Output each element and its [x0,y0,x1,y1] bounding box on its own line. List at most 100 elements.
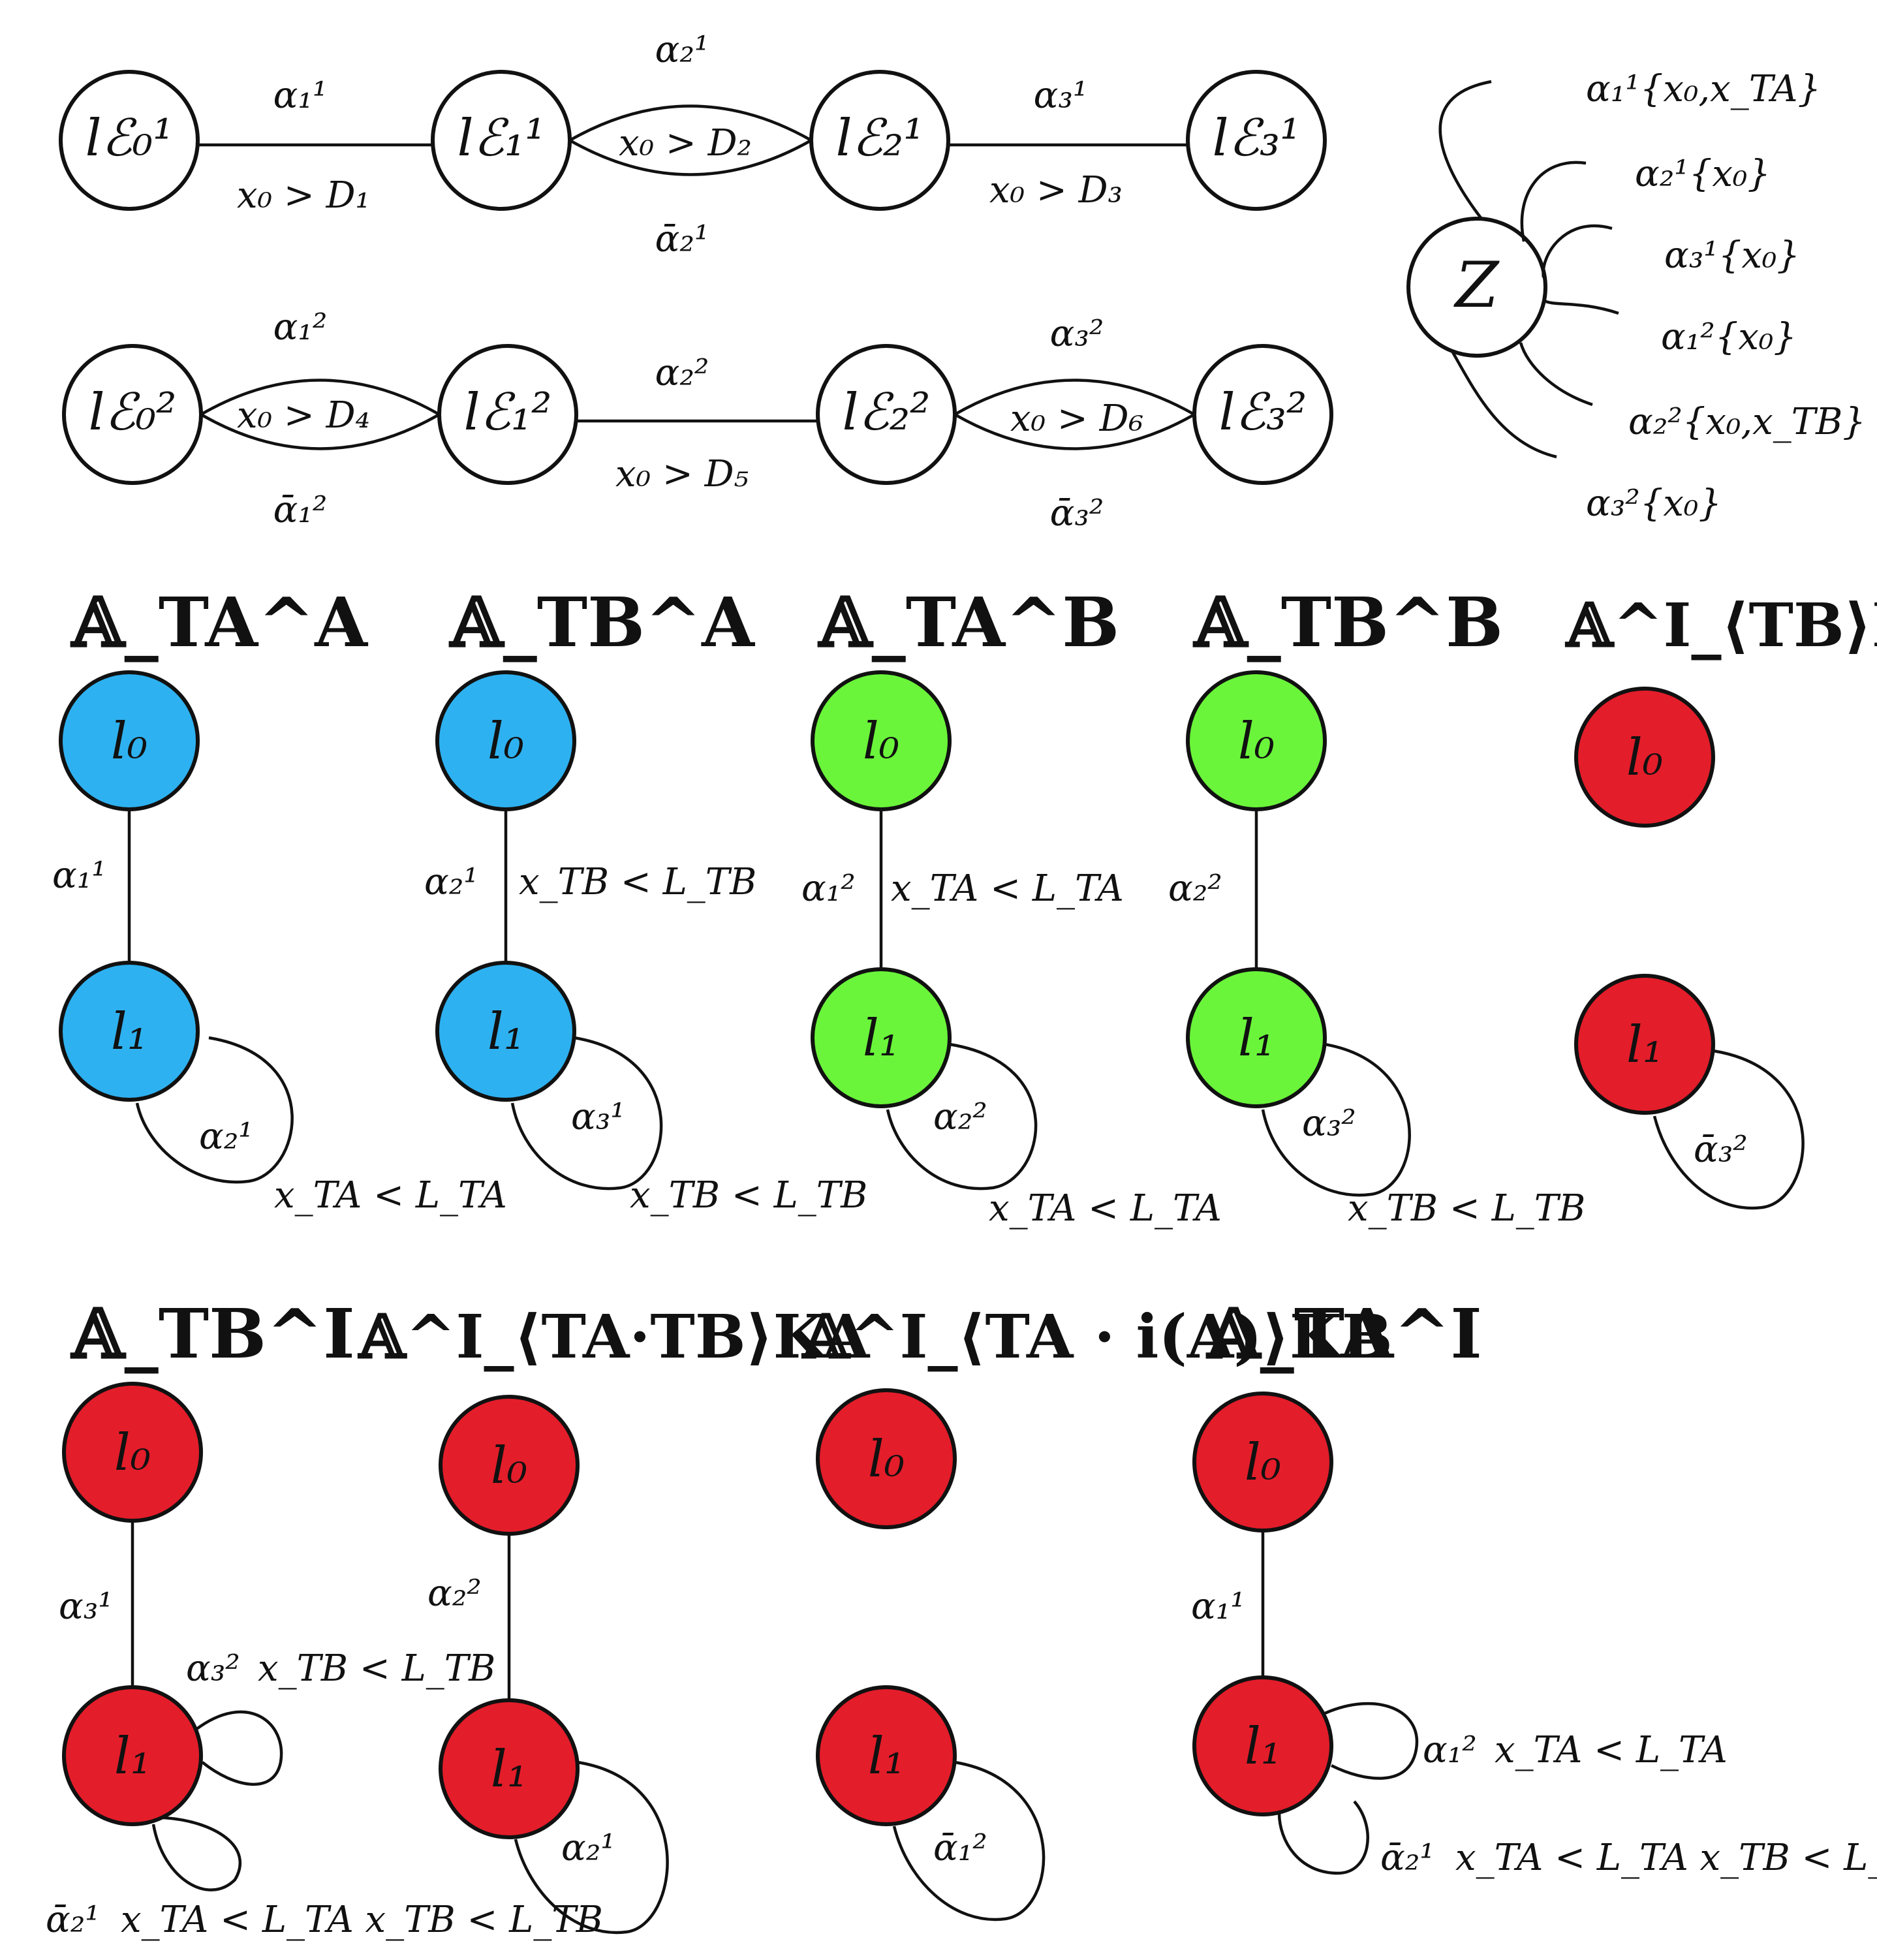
p2-edge-0-1-guard: x₀ > D₄ [237,394,370,437]
self-loop-action: α₂¹ [561,1827,615,1869]
self-loop-2-l1 [1277,1800,1369,1875]
self-loop-l1 [135,1036,294,1184]
process-2: lℰ₀² lℰ₁² lℰ₂² lℰ₃² α₁² x₀ > D₄ ᾱ₁² α₂² … [62,306,1333,535]
automaton-i-ta-ia-kb: 𝔸^I_⟨TA · i(A)⟩KB l₀ l₁ ᾱ₁² [801,1301,1393,1921]
p1-edge-0-1-action: α₁¹ [273,74,328,117]
transition-guard: x_TA < L_TA [891,867,1124,910]
zeno-loop-3 [1542,224,1613,278]
transition-action: α₁² [801,867,856,910]
p1-edge-1-2-guard: x₀ > D₂ [619,122,752,164]
p2-state-3: lℰ₃² [1192,344,1333,485]
self-loop-l1 [886,1042,1038,1190]
state-l1 [1192,1675,1333,1816]
p2-state-2: lℰ₂² [816,344,957,485]
automaton-title: 𝔸_TA^B [817,582,1119,662]
zeno-loop-1 [1438,80,1492,220]
zeno-loop-3-label: α₃¹{x₀} [1664,234,1800,277]
state-l1-label: l₁ [488,1003,524,1061]
p2-edge-0-1-lower [200,413,441,450]
self-loop-1-l1 [1324,1702,1419,1780]
state-label: lℰ₂² [843,383,931,442]
automaton-a-ta: 𝔸_TA^A l₀ l₁ α₁¹ α₂¹ x_TA < L_TA [52,582,507,1217]
automaton-title: 𝔸_TA^I [1205,1294,1482,1374]
zeno-loop-5 [1519,342,1593,407]
state-l0 [816,1388,957,1529]
p2-edge-2-3-guard: x₀ > D₆ [1010,397,1143,440]
p2-edge-1-2-action: α₂² [655,352,709,394]
automaton-title: 𝔸_TA^A [70,582,368,662]
state-l0 [1574,687,1715,828]
state-l1 [811,967,952,1108]
p2-edge-0-1-negated: ᾱ₁² [273,489,328,531]
transition-action: α₁¹ [52,854,106,897]
self-loop-guard: x_TA < L_TA [274,1174,507,1217]
automaton-i-tb-kb: 𝔸^I_⟨TB⟩KB l₀ l₁ ᾱ₃² [1564,590,1877,1210]
zeno-loop-2-label: α₂¹{x₀} [1635,153,1771,195]
zeno-loop-4 [1542,299,1619,315]
automaton-i-ta: 𝔸_TA^I l₀ l₁ α₁¹ α₁² x_TA < L_TA ᾱ₂¹ x_T… [1191,1294,1877,1879]
zeno-automaton: Z α₁¹{x₀,x_TA} α₂¹{x₀} α₃¹{x₀} α₁²{x₀} α… [1406,68,1866,525]
self-loop-1-action: α₃² [186,1647,240,1690]
automaton-title: 𝔸_TB^B [1192,582,1503,662]
automaton-a-tb: 𝔸_TB^A l₀ l₁ α₂¹ x_TB < L_TB α₃¹ x_TB < … [424,582,867,1217]
p1-state-2: lℰ₂¹ [809,70,950,211]
state-label: lℰ₀¹ [85,109,174,168]
p2-edge-2-3-negated: ᾱ₃² [1050,492,1104,535]
state-l0-label: l₀ [1238,712,1275,771]
automaton-b-tb: 𝔸_TB^B l₀ l₁ α₂² α₃² x_TB < L_TB [1168,582,1585,1230]
p1-state-1: lℰ₁¹ [431,70,572,211]
transition-action: α₂² [427,1572,482,1615]
state-label: lℰ₃¹ [1213,109,1301,168]
automaton-i-tb: 𝔸_TB^I l₀ l₁ α₃¹ α₃² x_TB < L_TB ᾱ₂¹ x_T… [46,1294,603,1941]
state-l0-label: l₀ [488,712,524,771]
self-loop-action: α₃² [1302,1102,1356,1145]
p1-edge-2-3-action: α₃¹ [1034,74,1088,117]
self-loop-guard: x_TB < L_TB [630,1174,867,1217]
p2-edge-2-3-upper [954,379,1196,416]
self-loop-l1 [510,1036,663,1190]
state-l0-label: l₀ [111,712,147,771]
automaton-b-ta: 𝔸_TA^B l₀ l₁ α₁² x_TA < L_TA α₂² x_TA < … [801,582,1222,1230]
state-label: lℰ₁¹ [458,109,546,168]
self-loop-l1 [514,1760,669,1935]
state-l0-label: l₀ [863,712,899,771]
self-loop-1-l1 [194,1710,283,1786]
self-loop-action: α₂¹ [199,1115,253,1158]
p1-state-3: lℰ₃¹ [1186,70,1327,211]
state-l1-label: l₁ [111,1003,147,1061]
p1-state-0: lℰ₀¹ [59,70,200,211]
transition-guard: x_TB < L_TB [519,861,756,903]
p2-edge-1-2-guard: x₀ > D₅ [615,453,749,495]
state-l1 [59,961,200,1102]
state-l1 [1574,974,1715,1115]
state-l1 [816,1685,957,1826]
automaton-i-ta-tb-ka: 𝔸^I_⟨TA·TB⟩KA l₀ l₁ α₂² α₂¹ [357,1301,871,1935]
state-l0-label: l₀ [491,1437,527,1495]
automaton-title: 𝔸^I_⟨TB⟩KB [1564,590,1877,661]
self-loop-1-action: α₁² [1423,1729,1477,1771]
p2-edge-0-1-upper [200,379,441,416]
state-l1-label: l₁ [1238,1009,1275,1068]
state-l0-label: l₀ [868,1430,905,1489]
state-label: lℰ₂¹ [836,109,924,168]
p1-edge-0-1-guard: x₀ > D₁ [237,174,370,217]
self-loop-2-action: ᾱ₂¹ [46,1899,100,1941]
zeno-loop-5-label: α₂²{x₀,x_TB} [1628,401,1866,443]
p1-edge-1-2-lower [568,139,813,176]
zeno-state [1406,217,1547,358]
p1-edge-2-3-guard: x₀ > D₃ [989,169,1123,211]
state-l0-label: l₀ [1626,728,1663,787]
zeno-loop-6 [1451,350,1557,459]
state-label: lℰ₁² [464,383,552,442]
state-label: lℰ₀² [89,383,177,442]
zeno-loop-1-label: α₁¹{x₀,x_TA} [1586,68,1821,110]
state-l1 [439,1698,580,1839]
state-l1-label: l₁ [491,1740,527,1799]
state-l1 [1186,967,1327,1108]
p2-edge-2-3-action: α₃² [1050,313,1104,355]
self-loop-2-guard: x_TA < L_TA x_TB < L_TB [121,1899,603,1941]
state-l0-label: l₀ [114,1423,151,1482]
transition-action: α₃¹ [59,1585,113,1628]
state-l1-label: l₁ [868,1727,905,1786]
